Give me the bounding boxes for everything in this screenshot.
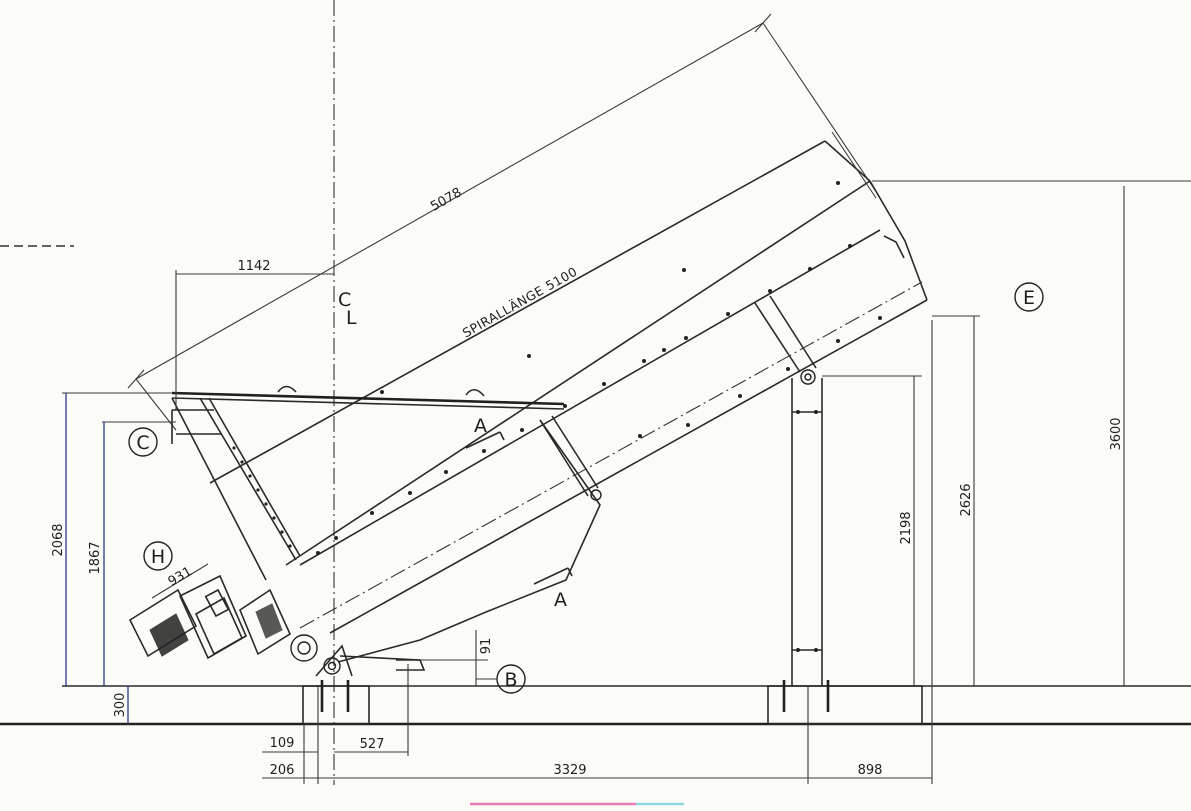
circle-labels: C H B E [128,282,1044,694]
dim-foundation: 300 [113,693,128,718]
dim-inner-height: 1867 [88,541,103,574]
label-b: B [504,669,517,691]
stiffener-holes [232,446,292,548]
section-label-top: A [474,415,487,437]
dim-overall-length: 5078 [428,185,464,214]
dim-motor-length: 931 [166,564,195,589]
label-c: C [136,432,149,454]
ground-lines [0,245,1191,726]
section-markers: A A [465,415,573,611]
dim-left-small: 109 [270,736,295,751]
dim-mid-offset: 527 [360,737,385,752]
inclined-dimensions: 5078 SPIRALLÄNGE 5100 [428,185,580,340]
support-leg [754,295,923,725]
screw-conveyor [127,13,928,634]
label-e: E [1023,287,1035,309]
hopper [171,385,602,671]
vertical-centerline: C L [333,0,357,785]
dim-outlet-lower: 2626 [959,483,974,516]
dim-support-height: 2198 [899,511,914,544]
dim-outlet-upper: 3600 [1109,417,1124,450]
drive-unit [128,574,370,725]
dim-left-total: 206 [270,763,295,778]
centerline-c-label: C [338,289,351,311]
casing-bolts [316,181,882,555]
dim-inlet-height: 2068 [51,523,66,556]
section-label-bottom: A [554,589,567,611]
dim-offset-top: 1142 [237,259,270,274]
dim-support-width: 898 [858,763,883,778]
label-h: H [151,546,165,568]
dim-support-distance: 3329 [553,763,586,778]
left-dimensions: 2068 1867 300 1142 931 [51,259,334,724]
dim-bottom-offset: 91 [479,638,494,655]
right-dimensions: 2198 2626 3600 [822,180,1191,686]
centerline-l-label: L [346,307,357,329]
bottom-dimensions: 109 206 527 3329 898 91 [262,320,933,784]
dim-spiral-length: SPIRALLÄNGE 5100 [460,264,580,341]
